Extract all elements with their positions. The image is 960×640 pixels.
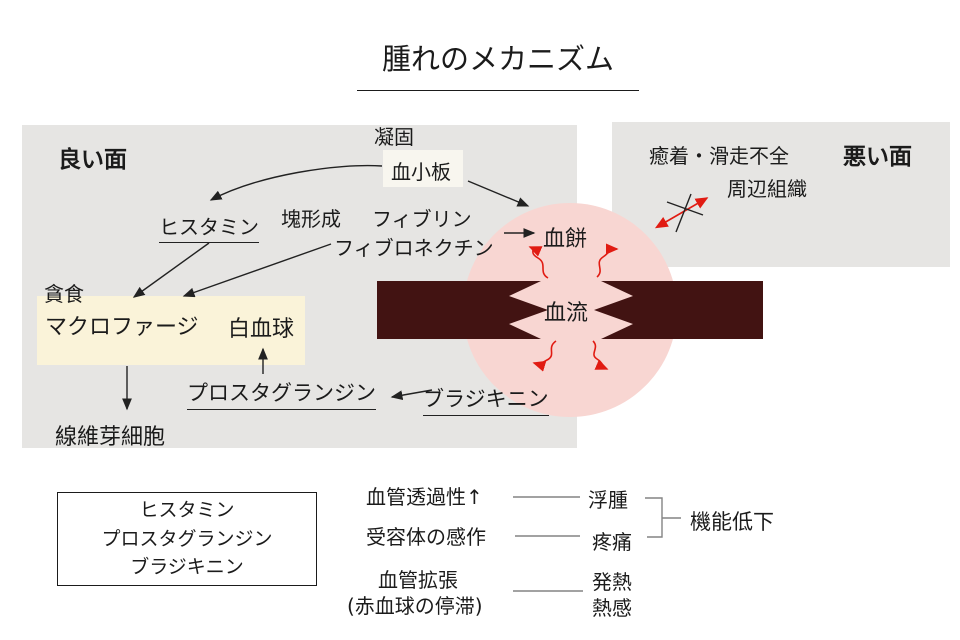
vessel-right-segment [594,281,763,339]
arrow-bradykinin-to-prostaglandin [390,389,433,401]
squiggle-up-left [528,246,549,279]
coagulation-label: 凝固 [374,125,414,149]
squiggle-down-left [532,340,557,372]
blood-flow-label: 血流 [544,301,589,326]
function-decline-label: 機能低下 [690,510,774,534]
surrounding-tissue-label: 周辺組織 [727,177,807,201]
blocked-adhesion-arrow [654,197,709,229]
squiggle-down-right [592,340,609,370]
vessel-left-segment [377,281,548,339]
arrow-platelet-to-histamine [209,164,383,201]
histamine-label: ヒスタミン [159,211,259,243]
phagocytosis-label: 貪食 [44,282,84,306]
blood-clot-label: 血餅 [543,227,588,252]
squiggle-up-right [596,243,619,278]
page-title-text: 腫れのメカニズム [381,42,614,76]
fibronectin-label: フィブロネクチン [334,236,494,260]
cross-out-x [666,193,704,233]
platelet-label: 血小板 [391,160,451,184]
mediator-item-prostaglandin: プロスタグランジン [101,527,273,550]
mediator-item-bradykinin: ブラジキニン [130,556,244,579]
fibrin-label: フィブリン [372,207,472,231]
effect-result-fever: 発熱 [592,570,632,594]
inflammation-halo [463,203,677,417]
effect-cause-receptor: 受容体の感作 [366,525,486,549]
mediator-item-histamine: ヒスタミン [139,499,235,522]
macrophage-label: マクロファージ [45,315,199,340]
platelet-box [383,150,463,187]
page-title: 腫れのメカニズム [357,36,639,91]
effect-cause-vasodilation: 血管拡張 [378,568,458,592]
mass-formation-label: 塊形成 [281,207,341,231]
effect-result-heat: 熱感 [592,596,632,620]
adhesion-dysfunction-label: 癒着・滑走不全 [649,144,789,168]
arrow-histamine-to-macrophage [132,242,210,298]
function-decline-bracket [645,497,681,538]
effect-cause-vasodilation-note: (赤血球の停滞) [347,594,483,618]
bad-side-panel [612,122,950,267]
effect-cause-permeability: 血管透過性↑ [366,485,483,509]
white-blood-cell-label: 白血球 [228,317,295,342]
arrow-fibronectin-to-cellbox [182,243,332,298]
prostaglandin-label: プロスタグランジン [187,377,376,410]
effect-result-edema: 浮腫 [588,488,628,512]
effect-result-pain: 疼痛 [592,530,632,554]
fibroblast-label: 線維芽細胞 [55,425,166,450]
bad-side-heading: 悪い面 [843,144,912,170]
bradykinin-label: ブラジキニン [423,383,549,416]
good-side-heading: 良い面 [58,147,127,173]
mediator-summary-box: ヒスタミン プロスタグランジン ブラジキニン [57,492,317,586]
arrow-platelet-to-clot [467,180,530,207]
